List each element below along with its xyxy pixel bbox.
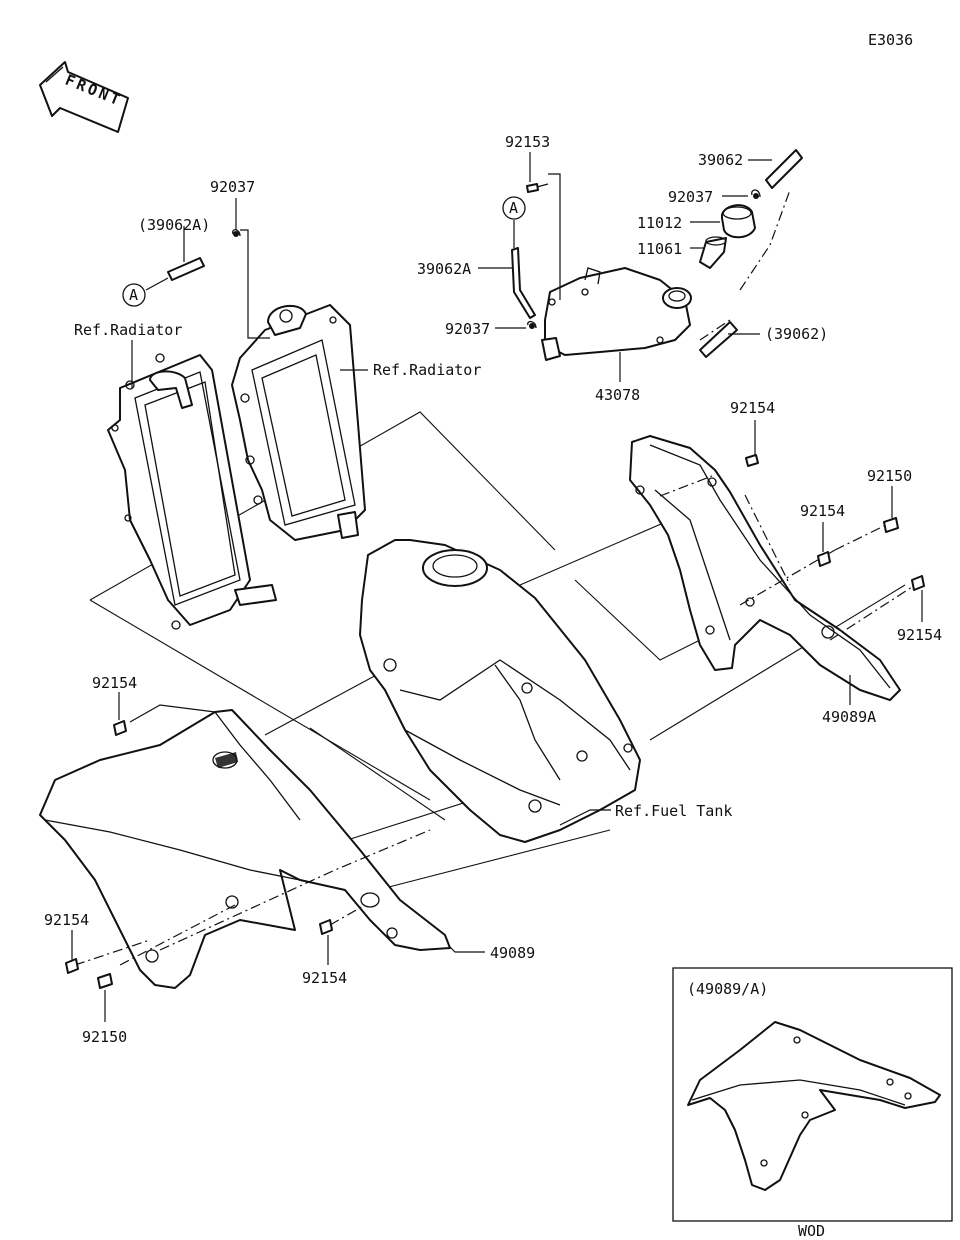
bolt-icon-92153 bbox=[526, 183, 549, 193]
label-92037-right: 92037 bbox=[668, 188, 713, 206]
ref-fuel-tank: Ref.Fuel Tank bbox=[615, 802, 732, 820]
ref-radiator-left: Ref.Radiator bbox=[74, 321, 182, 339]
bolt-icon-92154-d bbox=[113, 720, 127, 736]
bolt-icon-92154-c bbox=[911, 575, 925, 591]
label-11012: 11012 bbox=[637, 214, 682, 232]
hose-39062A-left bbox=[167, 257, 205, 281]
shroud-49089A bbox=[629, 435, 901, 701]
callout-a-mid: A bbox=[502, 196, 526, 248]
label-92150-b: 92150 bbox=[82, 1028, 127, 1046]
radiator-left bbox=[107, 353, 277, 630]
inset-caption: WOD bbox=[798, 1222, 825, 1240]
hose-39062-top bbox=[765, 149, 803, 189]
svg-text:A: A bbox=[129, 286, 138, 304]
diagram-code: E3036 bbox=[868, 31, 913, 49]
bolt-icon-92154-a bbox=[745, 454, 759, 467]
reservoir-tank bbox=[541, 267, 692, 361]
radiator-right bbox=[231, 304, 366, 541]
clamp-icon-92037-left bbox=[232, 229, 241, 237]
label-39062-paren: (39062) bbox=[765, 325, 828, 343]
cap-11012 bbox=[720, 204, 756, 239]
fuel-tank bbox=[359, 539, 641, 843]
label-92150-a: 92150 bbox=[867, 467, 912, 485]
label-49089: 49089 bbox=[490, 944, 535, 962]
label-49089A: 49089A bbox=[822, 708, 876, 726]
bolt-icon-92154-e bbox=[65, 958, 79, 974]
bolt-icon-92150-a bbox=[883, 517, 899, 533]
shroud-49089 bbox=[39, 709, 451, 989]
inset-panel: (49089/A) WOD bbox=[672, 967, 953, 1240]
hose-39062-bottom bbox=[699, 321, 738, 358]
label-92154-a: 92154 bbox=[730, 399, 775, 417]
label-92153: 92153 bbox=[505, 133, 550, 151]
bolt-icon-92154-b bbox=[817, 551, 831, 567]
label-92154-c: 92154 bbox=[897, 626, 942, 644]
inset-title: (49089/A) bbox=[687, 980, 768, 998]
label-92154-d: 92154 bbox=[92, 674, 137, 692]
front-arrow-icon: FRONT bbox=[39, 61, 129, 133]
bolt-icon-92154-f bbox=[319, 919, 333, 935]
label-92154-b: 92154 bbox=[800, 502, 845, 520]
label-39062A-paren: (39062A) bbox=[138, 216, 210, 234]
label-39062A: 39062A bbox=[417, 260, 471, 278]
label-92154-f: 92154 bbox=[302, 969, 347, 987]
label-92154-e: 92154 bbox=[44, 911, 89, 929]
label-11061: 11061 bbox=[637, 240, 682, 258]
filler-neck-11061 bbox=[699, 236, 727, 269]
alignment-lines bbox=[74, 189, 913, 966]
clamp-icon-92037-mid bbox=[527, 320, 537, 329]
bolt-icon-92150-b bbox=[97, 973, 113, 989]
inset-shroud bbox=[687, 1021, 941, 1191]
ref-radiator-right: Ref.Radiator bbox=[373, 361, 481, 379]
label-39062: 39062 bbox=[698, 151, 743, 169]
leader-lines bbox=[71, 152, 923, 1022]
label-92037-mid: 92037 bbox=[445, 320, 490, 338]
callout-a-left: A bbox=[122, 277, 169, 307]
svg-text:A: A bbox=[509, 199, 518, 217]
label-43078: 43078 bbox=[595, 386, 640, 404]
label-92037-left: 92037 bbox=[210, 178, 255, 196]
clamp-icon-92037-right bbox=[751, 189, 761, 199]
hose-39062A bbox=[511, 247, 536, 319]
